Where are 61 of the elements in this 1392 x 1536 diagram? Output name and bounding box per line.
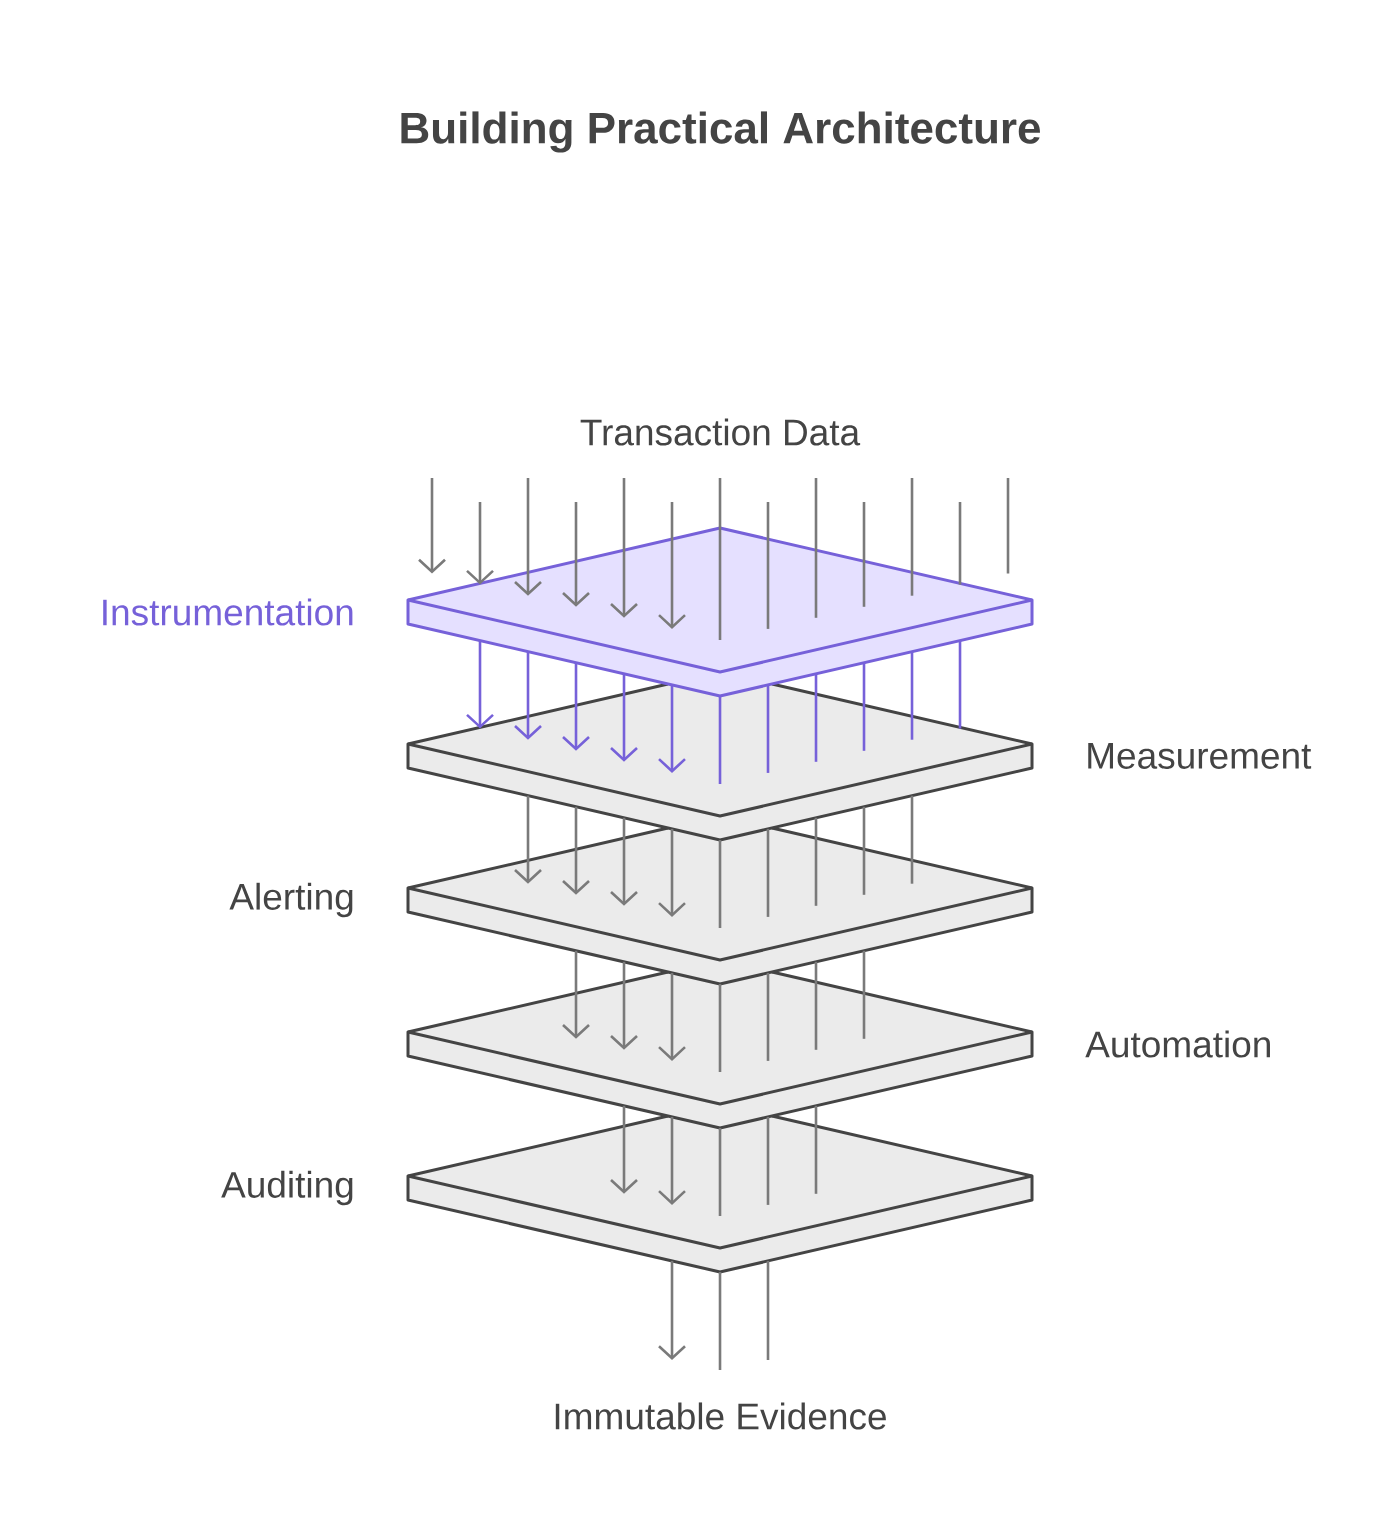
arrow: [514, 795, 542, 884]
arrow: [658, 1260, 686, 1360]
connector-line: [910, 651, 914, 740]
connector-line: [958, 502, 962, 585]
arrow: [610, 817, 638, 906]
connector-line: [766, 1260, 770, 1360]
connector-line: [766, 972, 770, 1061]
arrow: [610, 1105, 638, 1194]
arrow: [562, 950, 590, 1039]
connector-line: [1006, 478, 1010, 574]
arrow: [514, 478, 542, 596]
arrow: [514, 651, 542, 740]
arrow: [466, 502, 494, 585]
connector-line: [862, 502, 866, 607]
connector-line: [862, 662, 866, 751]
arrow: [658, 828, 686, 917]
connector-line: [862, 950, 866, 1039]
connector-line: [718, 696, 722, 784]
layer-plate: [406, 970, 1034, 1130]
arrow: [658, 1116, 686, 1205]
connector-line: [814, 478, 818, 618]
layer-plate: [406, 826, 1034, 986]
connector-line: [718, 478, 722, 640]
layer-plate: [406, 526, 1034, 698]
connector-line: [718, 1128, 722, 1216]
output-label: Immutable Evidence: [555, 1402, 886, 1430]
arrow: [466, 640, 494, 729]
connector-line: [718, 984, 722, 1072]
arrow: [610, 673, 638, 762]
arrow: [658, 684, 686, 773]
layer-plate: [406, 1114, 1034, 1274]
layer-label: Automation: [1085, 1030, 1270, 1058]
connector-line: [910, 795, 914, 884]
arrow: [610, 961, 638, 1050]
arrow: [418, 478, 446, 574]
arrow: [610, 478, 638, 618]
layer-label: Alerting: [229, 882, 353, 918]
connector-line: [814, 817, 818, 906]
connector-line: [814, 1105, 818, 1194]
arrow: [658, 502, 686, 629]
layer-label: Instrumentation: [103, 598, 353, 626]
input-label: Transaction Data: [580, 418, 861, 446]
diagram-title: Building Practical Architecture: [401, 111, 1040, 153]
connector-line: [766, 684, 770, 773]
arrow: [562, 662, 590, 751]
connector-line: [814, 961, 818, 1050]
layer-label: Measurement: [1088, 743, 1312, 769]
connector-line: [766, 828, 770, 917]
connector-line: [718, 840, 722, 928]
arrow: [562, 502, 590, 607]
connector-line: [766, 1116, 770, 1205]
connector-line: [862, 806, 866, 895]
arrow: [562, 806, 590, 895]
layer-label: Auditing: [221, 1170, 353, 1206]
connector-line: [958, 640, 962, 729]
connector-line: [814, 673, 818, 762]
arrow: [658, 972, 686, 1061]
connector-line: [910, 478, 914, 596]
connector-line: [766, 502, 770, 629]
layer-plate: [406, 682, 1034, 842]
connector-line: [718, 1272, 722, 1370]
